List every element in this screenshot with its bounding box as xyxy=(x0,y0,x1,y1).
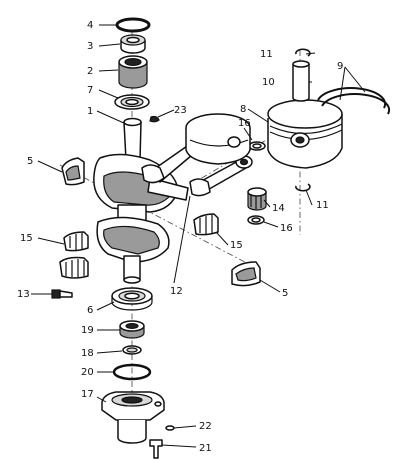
ball-bearing-lower xyxy=(111,287,153,311)
callout-11-bottom: 11 xyxy=(316,200,329,211)
woodruff-key xyxy=(149,115,160,123)
main-bearing-half-right xyxy=(231,261,261,287)
callout-15-left: 15 xyxy=(20,233,33,244)
callout-14: 14 xyxy=(272,203,285,214)
top-oil-seal xyxy=(120,34,146,54)
callout-labels: 4 3 2 7 1 23 5 8 11 10 9 16 14 11 16 15 … xyxy=(17,20,343,454)
pin-clip-upper xyxy=(295,48,311,57)
callout-4: 4 xyxy=(87,20,93,31)
callout-8: 8 xyxy=(240,104,246,115)
callout-13: 13 xyxy=(17,289,30,300)
callout-12: 12 xyxy=(170,286,183,297)
thrust-washer-lower xyxy=(247,215,265,225)
thrust-washer-upper xyxy=(248,141,266,151)
callout-6: 6 xyxy=(87,305,93,316)
screw xyxy=(149,439,163,459)
callout-2: 2 xyxy=(87,66,93,77)
piston-left xyxy=(185,113,251,165)
ball-bearing-upper xyxy=(114,94,150,110)
callout-19: 19 xyxy=(81,325,94,336)
callout-7: 7 xyxy=(87,85,93,96)
lower-bearing-housing xyxy=(101,391,165,444)
callout-21: 21 xyxy=(199,443,212,454)
top-o-ring xyxy=(115,17,151,33)
needle-cage-right xyxy=(193,213,219,236)
hex-bolt xyxy=(51,289,73,299)
callout-23: 23 xyxy=(174,105,187,116)
callout-16-top: 16 xyxy=(238,118,251,129)
callout-3: 3 xyxy=(87,41,93,52)
callout-1: 1 xyxy=(87,106,93,117)
callout-5-left: 5 xyxy=(27,156,33,167)
piston-pin xyxy=(292,60,310,102)
main-bearing-half-left xyxy=(61,157,85,186)
assembly-axes xyxy=(59,30,301,440)
leader-lines xyxy=(31,24,366,448)
callout-20: 20 xyxy=(81,367,94,378)
callout-10: 10 xyxy=(262,77,275,88)
washer xyxy=(165,425,175,431)
needle-cage-left-lower xyxy=(59,256,89,279)
lower-oil-seal xyxy=(119,320,145,339)
small-end-needle-bearing xyxy=(247,187,267,211)
callout-18: 18 xyxy=(81,348,94,359)
callout-11-top: 11 xyxy=(260,49,273,60)
piston-rings xyxy=(317,87,391,115)
crankshaft xyxy=(93,117,189,284)
callout-22: 22 xyxy=(199,421,212,432)
piston-right xyxy=(267,99,343,169)
callout-9: 9 xyxy=(337,61,343,72)
small-oil-seal xyxy=(122,345,142,355)
callout-16-bottom: 16 xyxy=(280,223,293,234)
callout-5-right: 5 xyxy=(282,288,288,299)
pin-clip-lower xyxy=(295,183,311,192)
needle-cage-left-upper xyxy=(63,231,89,252)
top-needle-bearing xyxy=(118,55,148,89)
callout-17: 17 xyxy=(81,389,94,400)
connecting-rod-right xyxy=(189,155,253,197)
callout-15-right: 15 xyxy=(230,240,243,251)
